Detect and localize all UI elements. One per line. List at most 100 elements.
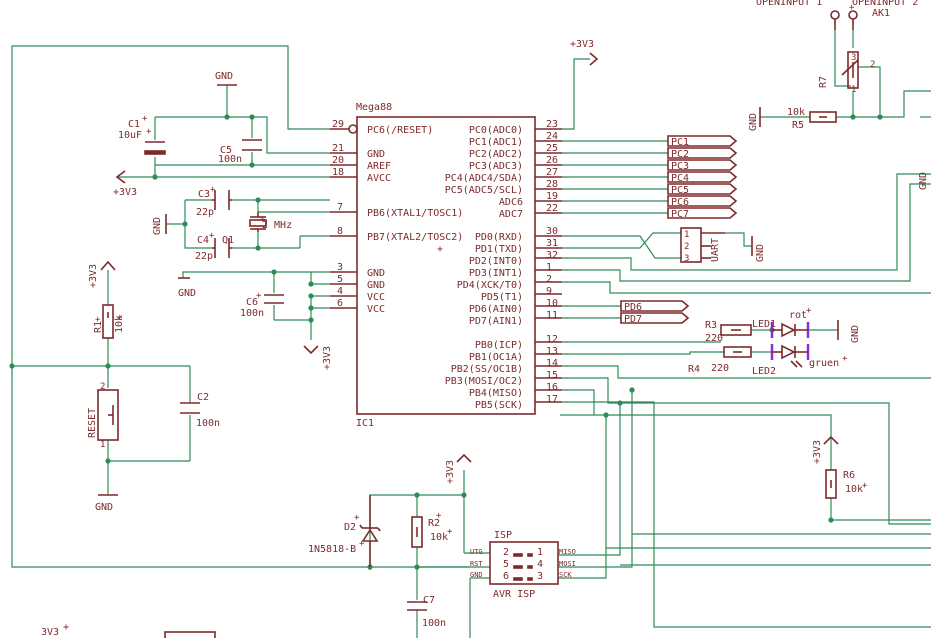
capacitor-c3[interactable]: C3 22p + — [196, 185, 232, 218]
svg-text:10k: 10k — [845, 484, 863, 495]
pin-name: PB2(SS/OC1B) — [451, 364, 523, 375]
svg-text:R2: R2 — [428, 518, 440, 529]
junctions — [9, 114, 883, 570]
svg-text:1: 1 — [684, 230, 689, 240]
svg-text:MISO: MISO — [559, 548, 576, 556]
pin-name: PD5(T1) — [481, 292, 523, 303]
svg-text:10: 10 — [546, 298, 558, 309]
svg-text:R6: R6 — [843, 470, 855, 481]
supply-3v3-top: +3V3 — [570, 39, 599, 66]
svg-text:GND: GND — [755, 244, 766, 262]
svg-text:3V3: 3V3 — [41, 627, 59, 638]
capacitor-c6[interactable]: C6 100n + — [240, 291, 284, 319]
svg-text:12: 12 — [546, 334, 558, 345]
pin-name: PB1(OC1A) — [469, 352, 523, 363]
svg-text:+: + — [95, 315, 101, 325]
pin-name: PC3(ADC3) — [469, 161, 523, 172]
svg-text:28: 28 — [546, 179, 558, 190]
open-input-terminals[interactable]: OPENINPUT 1 OPENINPUT 2 AK1 + — [756, 0, 918, 30]
svg-text:D2: D2 — [344, 522, 356, 533]
pin-name: AREF — [367, 161, 391, 172]
svg-text:+3V3: +3V3 — [88, 264, 99, 288]
svg-text:2: 2 — [503, 547, 509, 558]
svg-text:C2: C2 — [197, 392, 209, 403]
pin-name: PB4(MISO) — [469, 388, 523, 399]
pin-name: PB5(SCK) — [475, 400, 523, 411]
svg-text:+: + — [63, 622, 69, 633]
svg-text:R5: R5 — [792, 120, 804, 131]
net-label-pc5: PC5 — [667, 183, 738, 196]
gnd-right-edge: GND — [918, 172, 929, 190]
capacitor-c7[interactable]: C7 100n — [407, 595, 446, 629]
pin-name: PC4(ADC4/SDA) — [445, 173, 523, 184]
ic1-right-pins: 23 24 25 26 27 28 19 22 30 31 32 1 2 9 1… — [535, 119, 562, 405]
net-label-pc4: PC4 — [667, 171, 738, 184]
diode-d2[interactable]: D2 1N5818-B + + — [308, 495, 381, 567]
resistor-r2[interactable]: R2 10k + + — [411, 511, 453, 548]
svg-text:10k: 10k — [787, 107, 805, 118]
net-label-pc2: PC2 — [667, 147, 738, 160]
pin-name: VCC — [367, 304, 385, 315]
ic1-value: Mega88 — [356, 102, 392, 113]
svg-text:PC6: PC6 — [671, 197, 689, 208]
gnd-crystal: GND — [152, 214, 167, 235]
svg-text:AVR ISP: AVR ISP — [493, 589, 535, 600]
supply-3v3-isp: +3V3 — [445, 453, 472, 484]
gnd-top-c5: GND — [215, 71, 237, 86]
pin-name: PB6(XTAL1/TOSC1) — [367, 208, 463, 219]
svg-text:UART: UART — [710, 238, 721, 262]
svg-text:PD7: PD7 — [624, 314, 642, 325]
svg-text:Q1: Q1 — [222, 235, 234, 246]
svg-text:27: 27 — [546, 167, 558, 178]
capacitor-c4[interactable]: C4 22p + — [195, 231, 232, 262]
svg-text:rot: rot — [789, 310, 807, 321]
resistor-r1[interactable]: R1 10k + + — [93, 304, 125, 339]
svg-text:10k: 10k — [430, 532, 448, 543]
svg-text:+3V3: +3V3 — [322, 346, 333, 370]
resistor-r4[interactable]: R4 220 — [688, 346, 752, 375]
pin-name: PD4(XCK/T0) — [457, 280, 523, 291]
capacitor-c2[interactable]: C2 100n — [180, 392, 220, 429]
resistor-r5[interactable]: 10k R5 — [787, 107, 837, 131]
resistor-r3[interactable]: R3 220 — [705, 320, 752, 344]
svg-text:+: + — [849, 3, 855, 13]
svg-text:+: + — [256, 291, 262, 301]
wires — [11, 30, 931, 638]
svg-text:15: 15 — [546, 370, 558, 381]
led2[interactable]: LED2 gruen + — [752, 344, 848, 377]
svg-text:GND: GND — [152, 217, 163, 235]
svg-text:1: 1 — [100, 440, 105, 450]
svg-text:PC3: PC3 — [671, 161, 689, 172]
pin-name: PD2(INT0) — [469, 256, 523, 267]
svg-text:3: 3 — [337, 262, 343, 273]
net-label-pc6: PC6 — [667, 195, 738, 208]
net-label-pc3: PC3 — [667, 159, 738, 172]
isp-header[interactable]: ISP AVR ISP UTG RST GND 2 5 6 1 4 3 MISO… — [470, 530, 576, 600]
resistor-r6[interactable]: R6 10k + — [825, 469, 868, 499]
pin-name: GND — [367, 149, 385, 160]
svg-text:+: + — [142, 114, 148, 124]
capacitor-c5[interactable]: C5 100n — [218, 139, 262, 165]
led1[interactable]: LED1 rot + — [752, 306, 812, 338]
crystal-q1[interactable]: Q1 2 MHz + — [222, 212, 292, 246]
svg-text:+: + — [436, 511, 442, 521]
svg-text:100n: 100n — [196, 418, 220, 429]
potentiometer-r7[interactable]: R7 1 2 3 — [818, 51, 875, 95]
pin-name: PD6(AIN0) — [469, 304, 523, 315]
svg-text:5: 5 — [337, 274, 343, 285]
uart-connector[interactable]: 1 2 3 UART — [680, 227, 725, 264]
ic1-left-pin-names: PC6(/RESET) GND AREF AVCC PB6(XTAL1/TOSC… — [367, 125, 463, 315]
svg-text:19: 19 — [546, 191, 558, 202]
capacitor-c1[interactable]: C1 10uF + + — [118, 114, 166, 155]
svg-text:+: + — [806, 306, 812, 316]
reset-button[interactable]: 2 1 RESET — [87, 382, 119, 450]
ic1-name: IC1 — [356, 418, 374, 429]
svg-text:31: 31 — [546, 238, 558, 249]
svg-text:8: 8 — [337, 226, 343, 237]
svg-text:10k: 10k — [114, 315, 125, 333]
pin-name: ADC7 — [499, 209, 523, 220]
pin-name: PB7(XTAL2/TOSC2) — [367, 232, 463, 243]
svg-text:PC1: PC1 — [671, 137, 689, 148]
svg-text:+: + — [210, 185, 216, 195]
gnd-pin3: GND — [178, 277, 196, 299]
